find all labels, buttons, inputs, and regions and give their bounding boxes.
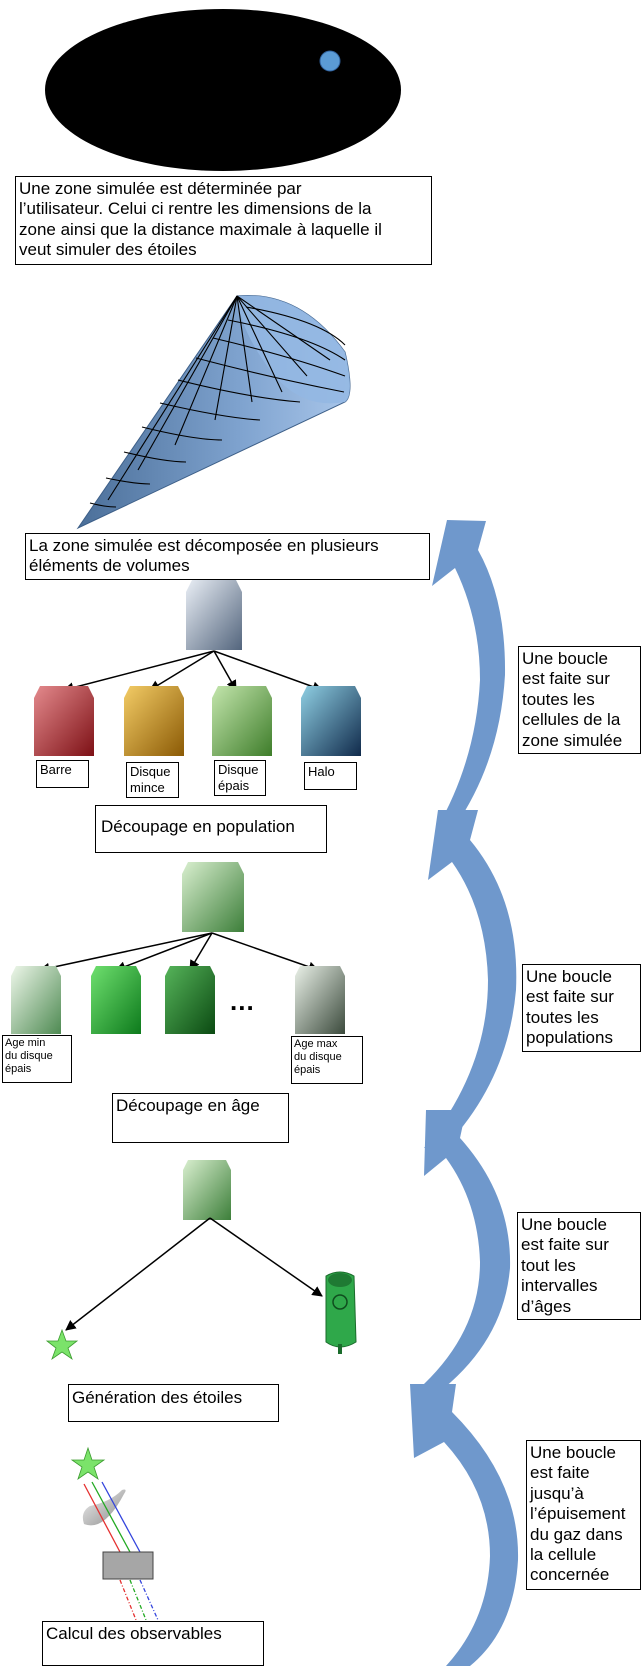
mirror-icon bbox=[82, 1489, 126, 1526]
volume-element-cube bbox=[186, 580, 242, 650]
caption-age-split: Découpage en âge bbox=[112, 1093, 289, 1143]
label-thin-disk: Disque mince bbox=[126, 762, 179, 798]
age-arrows bbox=[38, 932, 319, 974]
label-thick-disk: Disque épais bbox=[214, 760, 266, 796]
generation-arrows bbox=[65, 1217, 323, 1331]
light-rays bbox=[83, 1481, 159, 1621]
loop-arrow-cells bbox=[432, 520, 506, 828]
label-halo: Halo bbox=[304, 762, 357, 790]
loop-note-ages: Une boucle est faite sur tout les interv… bbox=[517, 1212, 641, 1320]
population-arrows bbox=[62, 650, 323, 693]
age-cube-2 bbox=[91, 966, 141, 1034]
green-bin-icon bbox=[325, 1271, 357, 1354]
label-barre: Barre bbox=[36, 760, 89, 788]
detector-block bbox=[102, 1551, 154, 1580]
loop-arrow-populations bbox=[424, 810, 517, 1148]
thick-disk-cube bbox=[182, 862, 244, 932]
sky-region-ellipse bbox=[45, 9, 401, 171]
step-volume-decomposition: La zone simulée est décomposée en plusie… bbox=[25, 533, 430, 580]
loop-arrow-ages bbox=[424, 1110, 511, 1388]
label-age-min: Age min du disque épais bbox=[2, 1035, 72, 1083]
simulated-zone-cone bbox=[76, 294, 351, 530]
caption-star-generation: Génération des étoiles bbox=[68, 1384, 279, 1422]
observed-star-icon bbox=[70, 1446, 106, 1481]
caption-population-split: Découpage en population bbox=[95, 805, 327, 853]
age-cube-max bbox=[295, 966, 345, 1034]
loop-note-cells: Une boucle est faite sur toutes les cell… bbox=[518, 646, 641, 754]
age-bin-cube bbox=[183, 1160, 231, 1220]
population-cube-halo bbox=[301, 686, 361, 756]
loop-note-gas: Une boucle est faite jusqu’à l’épuisemen… bbox=[526, 1440, 641, 1590]
population-cube-thick-disk bbox=[212, 686, 272, 756]
label-age-max: Age max du disque épais bbox=[291, 1036, 363, 1084]
step-zone-definition: Une zone simulée est déterminée par l’ut… bbox=[15, 176, 432, 265]
age-cube-3 bbox=[165, 966, 215, 1034]
caption-observables: Calcul des observables bbox=[42, 1621, 264, 1666]
population-cube-barre bbox=[34, 686, 94, 756]
population-cube-thin-disk bbox=[124, 686, 184, 756]
star-icon bbox=[45, 1328, 79, 1361]
loop-arrow-gas bbox=[410, 1384, 519, 1666]
age-cube-min bbox=[11, 966, 61, 1034]
loop-note-populations: Une boucle est faite sur toutes les popu… bbox=[522, 964, 641, 1052]
selected-zone-dot bbox=[319, 50, 341, 72]
ellipsis-more-ages: ... bbox=[230, 986, 255, 1016]
